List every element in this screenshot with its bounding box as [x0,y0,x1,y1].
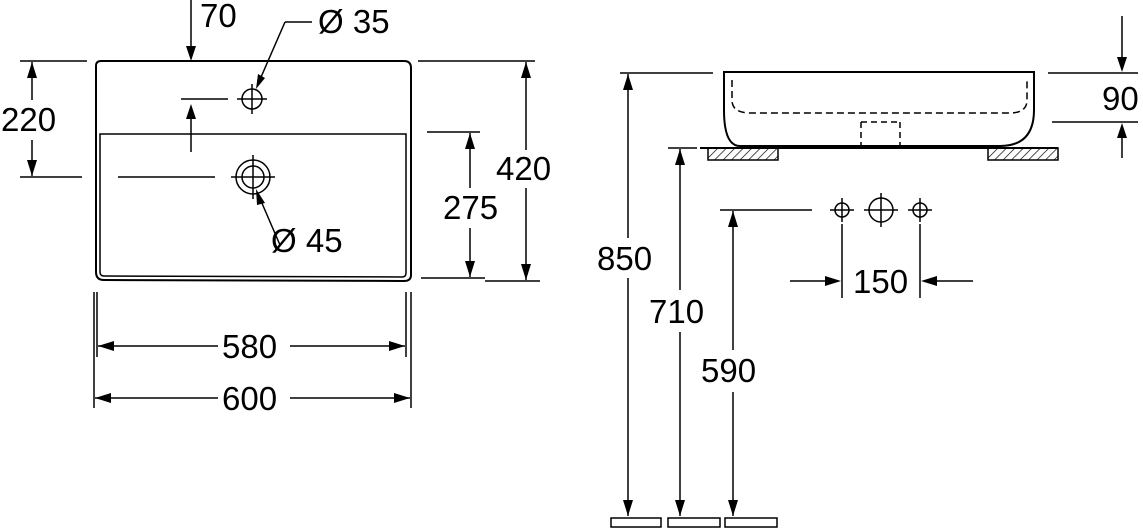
dim-overall-width: 600 [222,380,277,417]
dim-rim-height: 90 [1102,80,1139,117]
counter-support-left [707,147,779,161]
dim-drain-hole-diameter: Ø 45 [271,222,343,259]
basin-outline [95,60,412,283]
dim-overall-depth: 420 [496,150,551,187]
dim-tap-spacing: 150 [853,263,908,300]
side-view: 90 850 710 590 [597,16,1139,528]
hot-connection [908,198,932,222]
floor-block [667,517,721,528]
dim-top-offset: 70 [200,0,237,34]
dim-trap-height: 590 [701,352,756,389]
plan-view: 70 220 Ø 35 Ø 45 [1,0,551,417]
floor-block [724,517,778,528]
dim-inner-width: 580 [222,328,277,365]
dim-counter-height: 710 [649,293,704,330]
dim-mount-height: 850 [597,240,652,277]
outlet-connection [864,193,898,227]
counter-support-right [987,147,1059,161]
dim-tap-hole-diameter: Ø 35 [318,3,390,40]
tap-hole [237,84,267,114]
cold-connection [830,198,854,222]
basin-profile [723,71,1035,147]
dim-bowl-depth: 275 [443,189,498,226]
dim-tap-hole-height: 220 [1,101,56,138]
drain-hole [231,155,275,199]
floor-block [610,517,662,528]
basin-bowl [99,133,407,278]
